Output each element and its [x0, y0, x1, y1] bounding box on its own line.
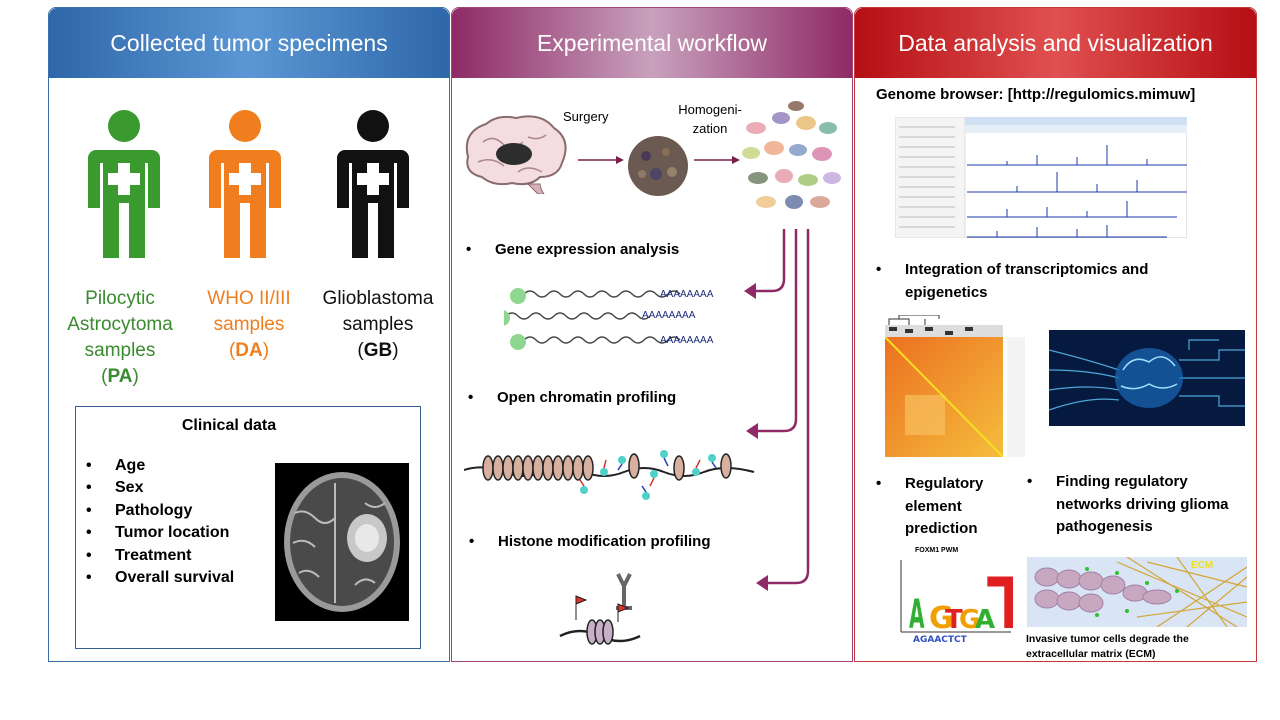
- specimens-title: Collected tumor specimens: [49, 8, 449, 78]
- tissue-sample-icon: [628, 136, 688, 196]
- genome-browser-label: Genome browser: [http://regulomics.mimuw…: [876, 86, 1196, 103]
- group-gb-label: Glioblastoma samples (GB): [322, 288, 434, 361]
- polya-tail: AAAAAAAA: [660, 289, 714, 300]
- analysis-panel: Data analysis and visualization Genome b…: [854, 7, 1257, 662]
- clinical-item: Overall survival: [86, 567, 234, 590]
- integration-item: Integration of transcriptomics andepigen…: [876, 258, 1216, 304]
- clinical-data-box: Clinical data Age Sex Pathology Tumor lo…: [75, 406, 421, 649]
- workflow-title: Experimental workflow: [452, 8, 852, 78]
- homogenization-label: Homogeni- zation: [678, 102, 742, 136]
- clinical-item: Pathology: [86, 500, 234, 523]
- pwm-title: FOXM1 PWM: [915, 547, 959, 554]
- dissociated-cells-icon: [742, 101, 841, 209]
- person-black-icon: [337, 110, 409, 258]
- brain-mri-image: [275, 463, 409, 621]
- workflow-arrows-icon: [744, 229, 810, 591]
- svg-text:T: T: [945, 605, 963, 635]
- sequence-logo: A G T G A T AGAACTCT: [900, 560, 1013, 645]
- person-green-icon: [88, 110, 160, 258]
- specimens-panel: Collected tumor specimens Pilocytic Astr…: [48, 7, 450, 662]
- digital-brain-image: [1049, 330, 1245, 426]
- svg-text:A: A: [909, 593, 925, 639]
- clinical-item: Treatment: [86, 545, 234, 568]
- step-open-chromatin: Open chromatin profiling: [468, 389, 768, 406]
- genome-browser-screenshot: [895, 117, 1187, 238]
- step-histone-modification: Histone modification profiling: [469, 533, 769, 550]
- brain-icon: [465, 115, 567, 194]
- invasive-caption: Invasive tumor cells degrade the extrace…: [1026, 633, 1189, 660]
- mrna-icon: [504, 288, 681, 350]
- correlation-heatmap: [885, 315, 1025, 457]
- person-orange-icon: [209, 110, 281, 258]
- ecm-invasion-image: [1027, 557, 1247, 627]
- svg-text:G: G: [929, 601, 954, 636]
- clinical-item: Age: [86, 455, 234, 478]
- clinical-data-list: Age Sex Pathology Tumor location Treatme…: [86, 455, 234, 590]
- svg-text:T: T: [987, 563, 1013, 645]
- clinical-item: Sex: [86, 477, 234, 500]
- svg-text:AGAACTCT: AGAACTCT: [913, 635, 968, 645]
- svg-text:G: G: [959, 605, 980, 635]
- analysis-title: Data analysis and visualization: [855, 8, 1256, 78]
- arrow-to-tissue-icon: [578, 156, 624, 164]
- group-da-label: WHO II/III samples (DA): [207, 288, 291, 361]
- clinical-item: Tumor location: [86, 522, 234, 545]
- arrow-to-cells-icon: [694, 156, 740, 164]
- ecm-label: ECM: [1191, 560, 1214, 571]
- chromatin-icon: [464, 450, 755, 500]
- polya-tail: AAAAAAAA: [642, 310, 696, 321]
- polya-tail: AAAAAAAA: [660, 335, 714, 346]
- svg-text:A: A: [975, 605, 995, 635]
- histone-antibody-icon: [559, 573, 641, 645]
- clinical-data-title: Clinical data: [181, 417, 277, 434]
- group-pa-label: Pilocytic Astrocytoma samples (PA): [67, 288, 173, 387]
- workflow-panel: Experimental workflow Surgery Homogeni- …: [451, 7, 853, 662]
- step-gene-expression: Gene expression analysis: [466, 241, 766, 258]
- surgery-label: Surgery: [563, 109, 609, 124]
